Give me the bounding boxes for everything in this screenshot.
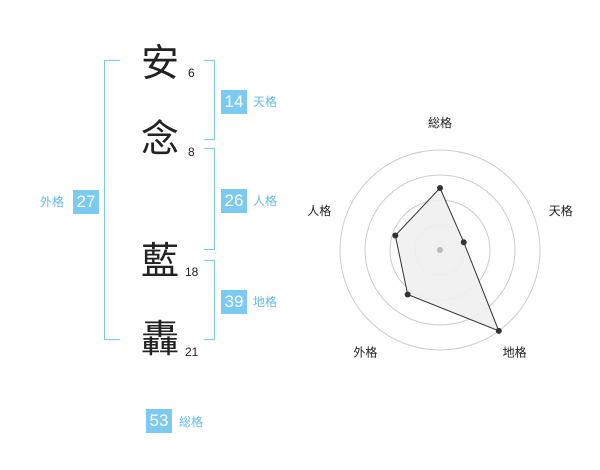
tenkaku-bracket bbox=[204, 60, 215, 140]
stroke-count-2: 8 bbox=[188, 145, 195, 159]
name-char-3: 藍 bbox=[141, 239, 180, 283]
jinkaku-label: 人格 bbox=[253, 194, 278, 208]
radar-axis-label: 地格 bbox=[503, 345, 527, 360]
radar-point bbox=[437, 185, 443, 191]
name-char-2: 念 bbox=[141, 117, 180, 161]
radar-axis-label: 人格 bbox=[307, 203, 331, 218]
radar-center-dot bbox=[437, 247, 443, 253]
tenkaku-label: 天格 bbox=[253, 95, 278, 109]
chikaku-label: 地格 bbox=[253, 295, 278, 309]
stroke-count-4: 21 bbox=[185, 345, 199, 359]
gaikaku-value: 27 bbox=[73, 190, 99, 214]
stroke-count-3: 18 bbox=[185, 265, 199, 279]
radar-point bbox=[392, 232, 399, 239]
soukaku-label: 総格 bbox=[179, 415, 204, 429]
gaikaku-bracket bbox=[104, 60, 120, 340]
name-char-1: 安 bbox=[141, 41, 180, 85]
radar-ring bbox=[364, 174, 516, 326]
radar-axis-label: 外格 bbox=[353, 345, 377, 360]
jinkaku-value: 26 bbox=[221, 189, 247, 213]
chikaku-value: 39 bbox=[221, 290, 247, 314]
name-char-4: 轟 bbox=[141, 317, 180, 361]
radar-point bbox=[495, 327, 502, 334]
radar-area bbox=[394, 187, 500, 332]
soukaku-value: 53 bbox=[146, 409, 172, 433]
radar-point bbox=[460, 239, 467, 246]
tenkaku-value: 14 bbox=[221, 90, 247, 114]
stroke-count-1: 6 bbox=[188, 66, 195, 80]
radar-point bbox=[404, 291, 411, 298]
gaikaku-label: 外格 bbox=[40, 195, 65, 209]
chikaku-bracket bbox=[204, 260, 215, 340]
radar-axis-label: 総格 bbox=[428, 115, 452, 130]
jinkaku-bracket bbox=[204, 148, 215, 250]
radar-ring bbox=[339, 149, 541, 351]
radar-axis-label: 天格 bbox=[549, 203, 573, 218]
